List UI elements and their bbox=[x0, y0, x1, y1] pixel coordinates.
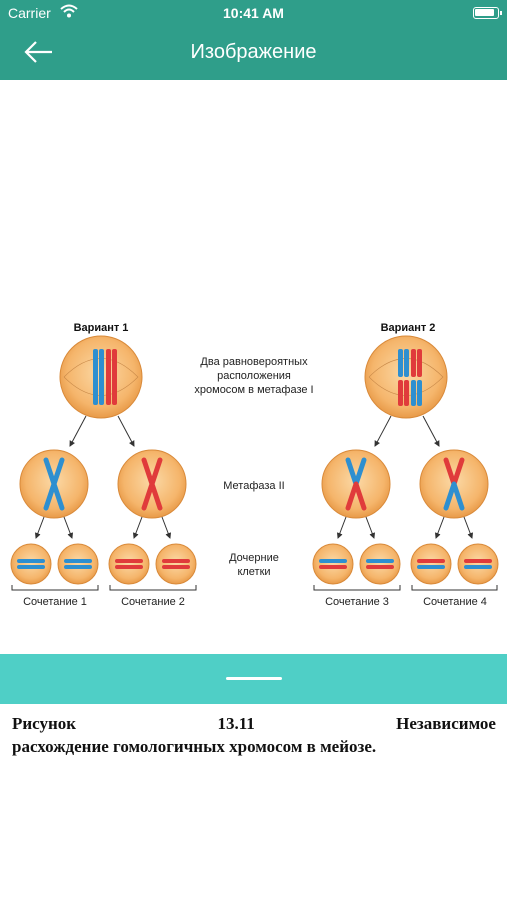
combination2-label: Сочетание 2 bbox=[121, 596, 185, 608]
caption-line2: расхождение гомологичных хромосом в мейо… bbox=[12, 737, 377, 756]
variant1-metaphase2-blue-cell bbox=[19, 449, 89, 519]
variant2-metaphase2-cell-right bbox=[419, 449, 489, 519]
label-metaphase1-line3: хромосом в метафазе I bbox=[194, 384, 313, 396]
arrow-left-icon bbox=[24, 41, 52, 63]
caption-word-figure: Рисунок bbox=[12, 714, 77, 733]
navigation-bar: Изображение bbox=[0, 26, 507, 80]
combination3-label: Сочетание 3 bbox=[325, 596, 389, 608]
carrier-label: Carrier bbox=[8, 5, 51, 21]
back-button[interactable] bbox=[20, 36, 60, 68]
label-daughter-line2: клетки bbox=[237, 566, 270, 578]
variant1-metaphase1-cell bbox=[59, 335, 143, 419]
figure-caption: Рисунок 13.11 Независимое расхождение го… bbox=[12, 714, 496, 757]
caption-panel-header[interactable] bbox=[0, 654, 507, 704]
status-bar: Carrier 10:41 AM bbox=[0, 0, 507, 26]
page-title: Изображение bbox=[190, 41, 317, 63]
label-metaphase2: Метафаза II bbox=[223, 480, 284, 492]
caption-word-independent: Независимое bbox=[396, 714, 496, 733]
variant1-title: Вариант 1 bbox=[74, 322, 129, 334]
battery-icon bbox=[473, 7, 502, 19]
drag-handle[interactable] bbox=[226, 677, 282, 680]
clock: 10:41 AM bbox=[223, 5, 284, 21]
meiosis-diagram: Вариант 1 Вариант 2 Два равновероятных р… bbox=[10, 322, 499, 608]
variant1-daughter-cells bbox=[10, 543, 197, 585]
variant2-metaphase1-cell bbox=[364, 335, 448, 419]
figure-image[interactable]: Вариант 1 Вариант 2 Два равновероятных р… bbox=[0, 80, 507, 654]
variant2-title: Вариант 2 bbox=[381, 322, 436, 334]
variant1-metaphase2-red-cell bbox=[117, 449, 187, 519]
caption-number: 13.11 bbox=[217, 714, 255, 733]
label-metaphase1-line2: расположения bbox=[217, 370, 291, 382]
combination4-label: Сочетание 4 bbox=[423, 596, 487, 608]
combination1-label: Сочетание 1 bbox=[23, 596, 87, 608]
variant2-daughter-cells bbox=[312, 543, 499, 585]
label-metaphase1-line1: Два равновероятных bbox=[200, 356, 308, 368]
wifi-icon bbox=[60, 3, 78, 22]
variant2-metaphase2-cell-left bbox=[321, 449, 391, 519]
label-daughter-line1: Дочерние bbox=[229, 552, 279, 564]
